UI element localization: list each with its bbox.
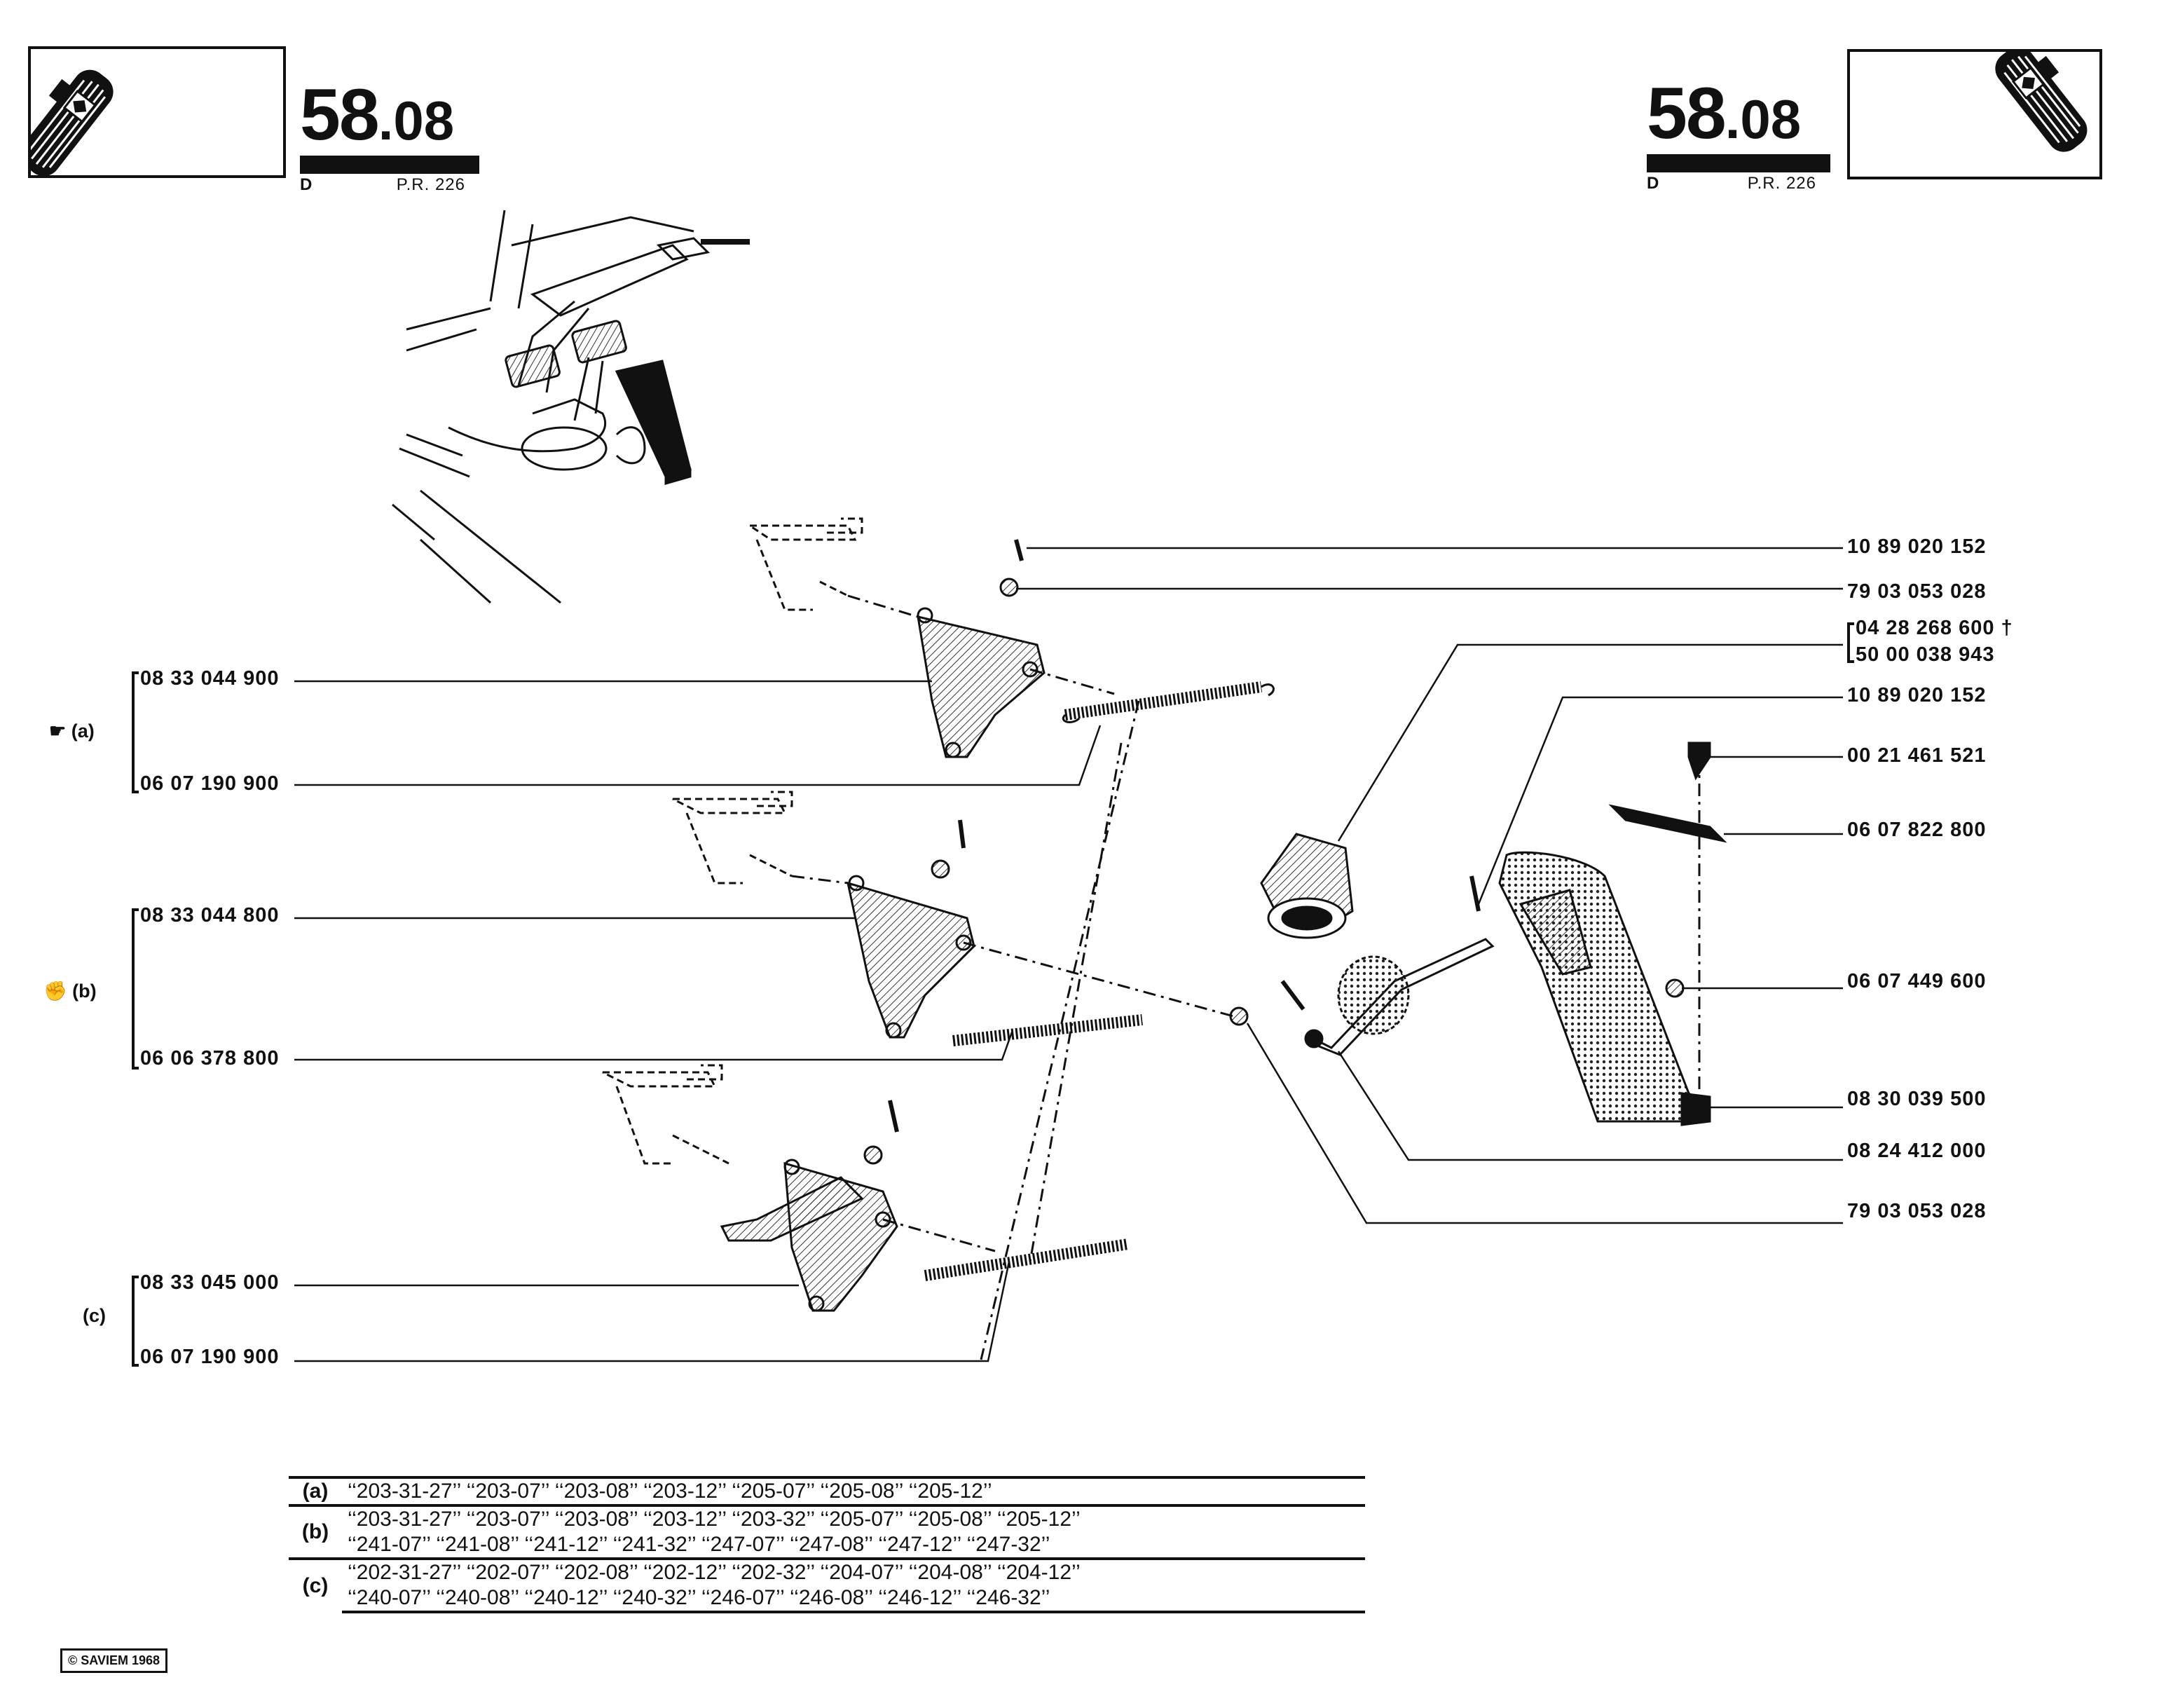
- spring-b: [952, 1014, 1143, 1046]
- row-key: (b): [289, 1504, 342, 1559]
- copyright-icon: ©: [68, 1653, 78, 1667]
- row-models: ‘‘241-07’’ ‘‘241-08’’ ‘‘241-12’’ ‘‘241-3…: [348, 1533, 1050, 1556]
- closed-hand-icon: ✊: [43, 981, 67, 1002]
- table-row: ‘‘240-07’’ ‘‘240-08’’ ‘‘240-12’’ ‘‘240-3…: [289, 1585, 1365, 1613]
- pr-label: P.R. 226: [396, 175, 465, 194]
- pr-label: P.R. 226: [1747, 174, 1816, 193]
- part-ref: 00 21 461 521: [1847, 744, 1987, 767]
- row-key: (a): [289, 1476, 342, 1505]
- d-label: D: [1647, 174, 1659, 193]
- brace-c: [132, 1276, 139, 1367]
- group-b-label: ✊ (b): [43, 981, 97, 1002]
- part-ref: 08 33 044 900: [140, 667, 280, 690]
- part-ref: 79 03 053 028: [1847, 1200, 1987, 1222]
- table-row: ‘‘241-07’’ ‘‘241-08’’ ‘‘241-12’’ ‘‘241-3…: [289, 1532, 1365, 1559]
- part-ref: 08 30 039 500: [1847, 1088, 1987, 1110]
- bracket-c: [602, 1064, 899, 1312]
- part-ref: 04 28 268 600 †: [1856, 617, 2013, 639]
- part-ref: 08 33 045 000: [140, 1271, 280, 1294]
- brace-b: [132, 908, 139, 1070]
- part-ref: 06 07 190 900: [140, 772, 280, 795]
- part-ref: 08 24 412 000: [1847, 1140, 1987, 1162]
- page-number-sub: .08: [1725, 88, 1802, 150]
- bracket-b: [672, 791, 975, 1039]
- rubber-boot: [1260, 833, 1354, 939]
- accelerator-rod: [1229, 938, 1495, 1056]
- accelerator-pedal-icon: [1995, 46, 2088, 152]
- group-a-label: ☛ (a): [49, 720, 95, 742]
- header-bar: [1647, 154, 1830, 172]
- thumbnail-right: [1847, 46, 2102, 179]
- pointing-hand-icon: ☛: [49, 720, 67, 742]
- copyright-box: © SAVIEM 1968: [60, 1648, 168, 1673]
- d-label: D: [300, 175, 313, 194]
- header-bar: [300, 156, 479, 174]
- row-models: ‘‘202-31-27’’ ‘‘202-07’’ ‘‘202-08’’ ‘‘20…: [342, 1557, 1365, 1585]
- accelerator-pedal-icon: [20, 69, 114, 177]
- spring-a: [1064, 681, 1263, 720]
- part-ref: 06 07 190 900: [140, 1346, 280, 1368]
- row-models: ‘‘203-31-27’’ ‘‘203-07’’ ‘‘203-08’’ ‘‘20…: [342, 1504, 1365, 1532]
- part-ref: 06 06 378 800: [140, 1047, 280, 1070]
- group-c-label: (c): [83, 1305, 106, 1326]
- page-number-main: 58: [1647, 73, 1727, 154]
- row-key: (c): [289, 1557, 342, 1612]
- page-number-sub: .08: [378, 90, 455, 151]
- brace-boot: [1847, 622, 1854, 663]
- part-ref: 06 07 449 600: [1847, 970, 1987, 992]
- table-row: (a) ‘‘203-31-27’’ ‘‘203-07’’ ‘‘203-08’’ …: [289, 1476, 1365, 1505]
- accelerator-pedal: [1469, 851, 1711, 1126]
- thumbnail-left: [20, 46, 286, 178]
- spring-c: [924, 1238, 1130, 1281]
- part-ref: 10 89 020 152: [1847, 684, 1987, 706]
- row-models: ‘‘203-31-27’’ ‘‘203-07’’ ‘‘203-08’’ ‘‘20…: [342, 1476, 1365, 1505]
- part-ref: 50 00 038 943: [1856, 643, 1995, 666]
- page-number-main: 58: [300, 74, 380, 156]
- part-ref: 06 07 822 800: [1847, 819, 1987, 841]
- part-ref: 10 89 020 152: [1847, 535, 1987, 558]
- brace-a: [132, 671, 139, 793]
- part-ref: 08 33 044 800: [140, 904, 280, 927]
- bracket-a: [746, 517, 1046, 758]
- table-row: (b) ‘‘203-31-27’’ ‘‘203-07’’ ‘‘203-08’’ …: [289, 1504, 1365, 1559]
- part-ref: 79 03 053 028: [1847, 580, 1987, 603]
- table-row: (c) ‘‘202-31-27’’ ‘‘202-07’’ ‘‘202-08’’ …: [289, 1557, 1365, 1612]
- bracket-plate: [1608, 742, 1727, 1107]
- copyright-text: SAVIEM 1968: [81, 1653, 160, 1667]
- cab-overview-sketch: [392, 210, 750, 604]
- row-models: ‘‘240-07’’ ‘‘240-08’’ ‘‘240-12’’ ‘‘240-3…: [342, 1585, 1365, 1613]
- applications-table: (a) ‘‘203-31-27’’ ‘‘203-07’’ ‘‘203-08’’ …: [289, 1476, 1365, 1613]
